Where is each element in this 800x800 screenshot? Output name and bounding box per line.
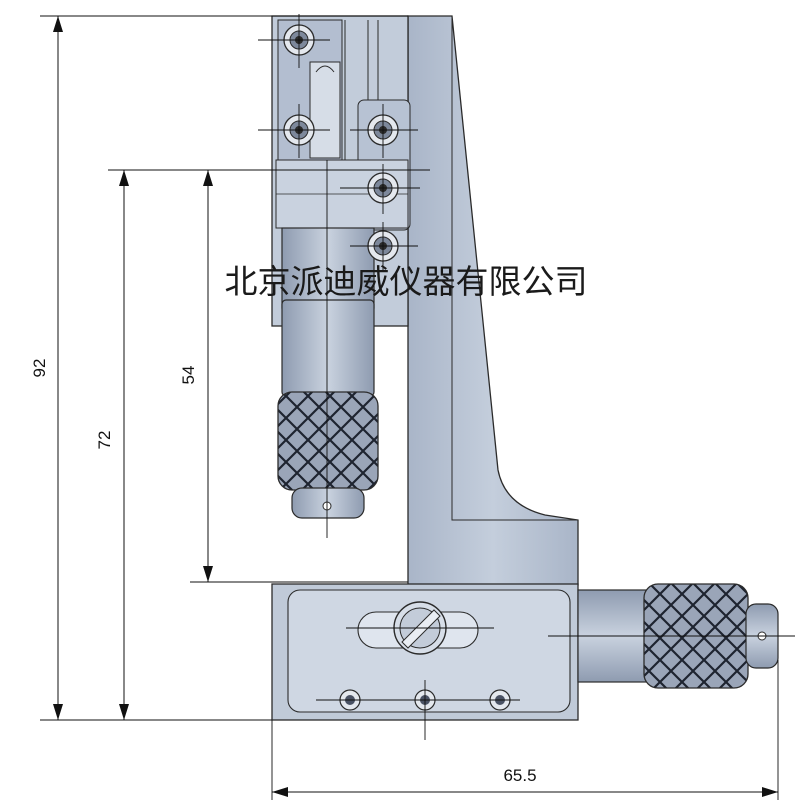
micrometer-thimble[interactable]: [277, 391, 379, 491]
dimension-label-65-5: 65.5: [503, 766, 536, 785]
vertical-micrometer: [277, 160, 379, 538]
bracket-column: [407, 15, 579, 586]
mounting-screws-top: [40, 14, 430, 272]
dimension-54: 54: [179, 170, 408, 583]
screw-3: [350, 104, 418, 158]
screw-2: [258, 104, 330, 158]
watermark-company-name: 北京派迪威仪器有限公司: [225, 262, 588, 301]
dimension-72: 72: [95, 170, 129, 720]
horizontal-micrometer: [548, 583, 795, 689]
spindle-slot: [309, 61, 341, 159]
screw-5: [350, 222, 418, 272]
dimension-label-54: 54: [179, 366, 198, 385]
screw-4: [340, 164, 420, 214]
dimension-92: 92: [30, 16, 272, 721]
angle-bracket: [407, 15, 579, 586]
screw-1: [258, 14, 330, 68]
micrometer-collar: [281, 227, 375, 309]
base-stage: [271, 583, 579, 740]
micrometer-sleeve: [281, 299, 375, 397]
dimension-label-72: 72: [95, 431, 114, 450]
dimension-65-5: 65.5: [271, 660, 779, 800]
dimension-label-92: 92: [30, 359, 49, 378]
bracket-groove: [451, 16, 578, 521]
